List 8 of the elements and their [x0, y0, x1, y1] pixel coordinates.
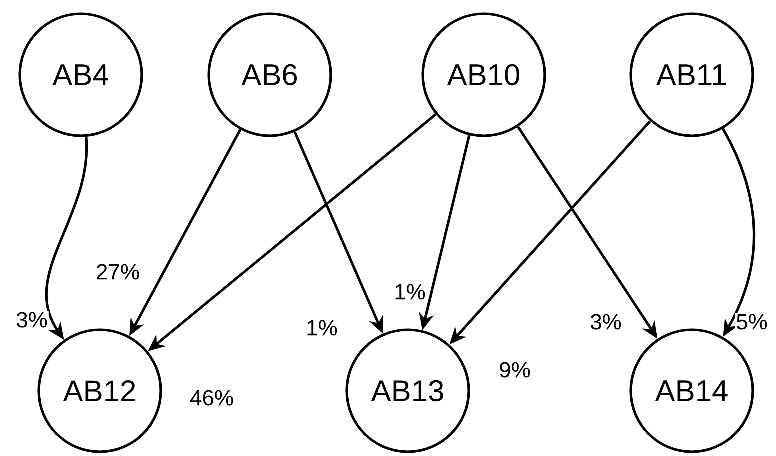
edge-label: 1%	[393, 283, 427, 301]
edge-label: 3%	[15, 311, 49, 329]
edge-label: 9%	[498, 361, 532, 379]
edge-label: 46%	[189, 389, 236, 407]
edge-label: 27%	[94, 263, 142, 281]
edge-label: 1%	[305, 319, 339, 337]
edge-label: 3%	[589, 313, 623, 331]
edge-label: 5%	[735, 313, 769, 331]
